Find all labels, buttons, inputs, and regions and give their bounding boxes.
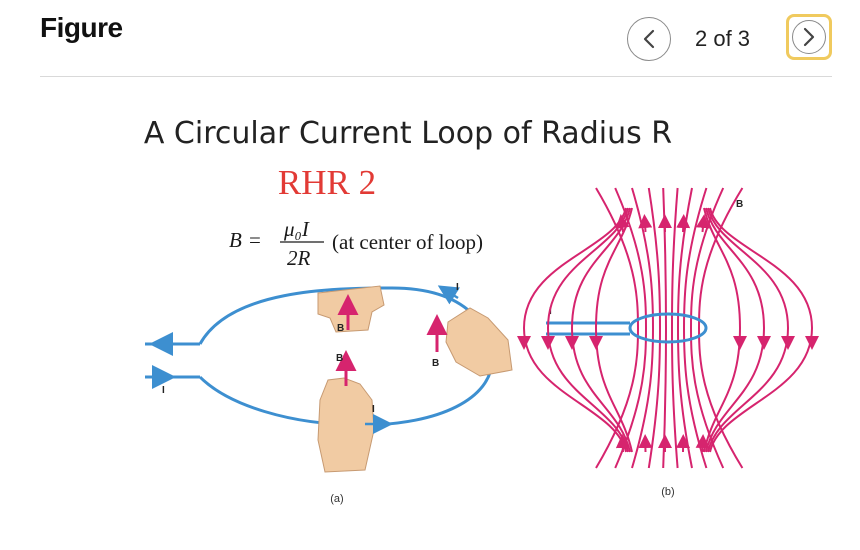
inner-field-line [689,187,725,469]
outer-field-line [594,207,633,453]
inner-field-line [647,187,662,469]
outer-field-line [703,207,742,453]
formula-numerator: μ₀I [283,217,310,241]
bottom-hand-current-label: I [372,404,375,415]
inner-field-line [682,187,708,469]
field-arrow [638,214,653,233]
rhr-label: RHR 2 [278,163,376,202]
panel-b-caption: (b) [661,486,674,498]
page-indicator: 2 of 3 [695,26,751,51]
right-hand-right: B I [426,282,513,377]
field-arrow [676,214,691,233]
next-button-circle [792,20,826,54]
right-hand-current-label: I [456,282,459,293]
panel-a-loop: I B B I B I (a) [145,282,513,505]
field-arrow [695,214,710,233]
chevron-left-icon [643,29,655,49]
header-divider [40,76,832,77]
right-hand-top: B [317,285,385,334]
inner-field-line [595,187,640,469]
right-hand-field-label: B [432,358,439,369]
top-hand-field-label: B [337,323,344,334]
inner-field-line [614,187,648,469]
formula-equals: = [249,228,261,252]
inner-field-line [662,187,668,469]
next-button[interactable] [786,14,832,60]
bottom-hand-field-label: B [336,353,343,364]
right-hand-bottom: B I [317,350,393,473]
inner-field-line [670,187,679,469]
field-formula: B = μ₀I 2R (at center of loop) [229,217,483,270]
previous-button[interactable] [627,17,671,61]
formula-lhs: B [229,228,242,252]
chevron-right-icon [803,27,815,47]
outer-field-line [570,207,631,453]
outer-field-line [546,207,629,453]
inner-field-line [631,187,655,469]
panel-a-caption: (a) [330,493,343,505]
formula-note: (at center of loop) [332,230,483,254]
outer-field-line [707,207,790,453]
outer-field-line [709,207,814,453]
current-loop [628,312,708,344]
panel-b-field-label: B [736,199,743,210]
inner-field-line [697,187,744,469]
figure-header: Figure 2 of 3 [0,0,860,78]
panel-b-field-lines: I B (b) [517,187,819,498]
formula-denominator: 2R [287,246,311,270]
outer-field-line [705,207,766,453]
inner-field-line [676,187,693,469]
outer-field-line [522,207,627,453]
panel-a-current-label-left: I [162,385,165,396]
figure-heading: Figure [40,12,123,43]
diagram-title: A Circular Current Loop of Radius R [144,116,672,151]
